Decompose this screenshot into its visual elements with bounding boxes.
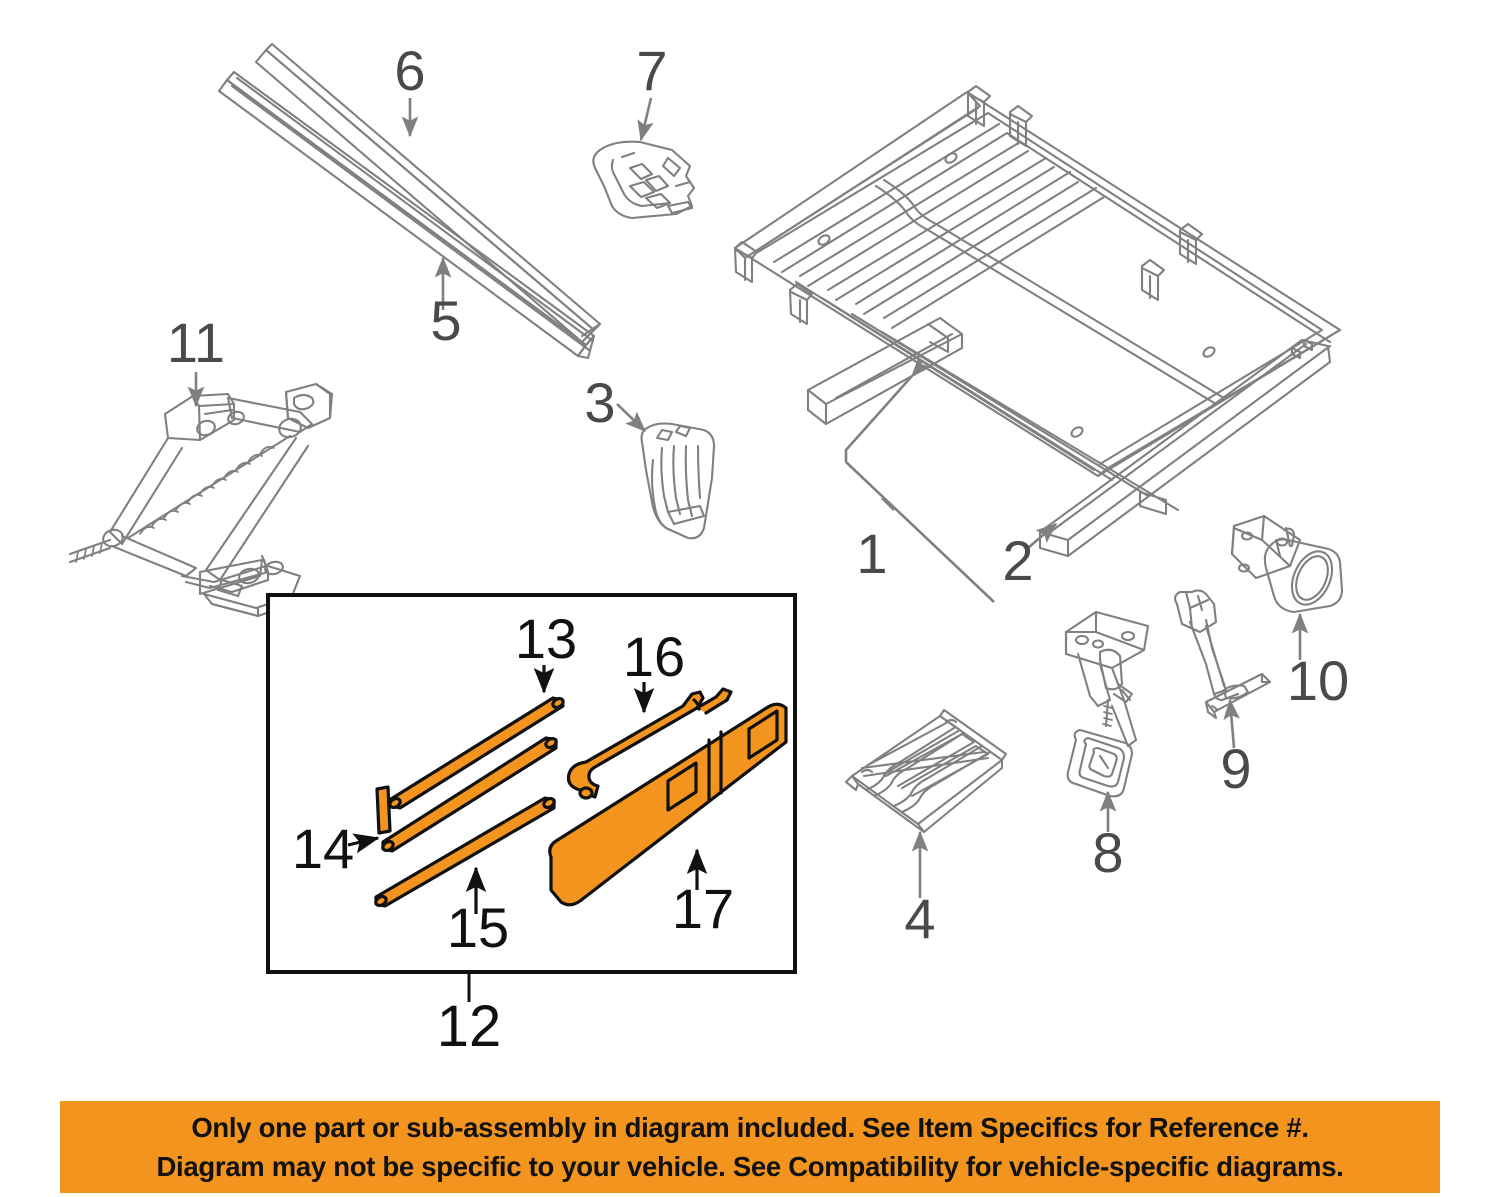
leader-7: [637, 97, 654, 142]
callout-label-11: 11: [167, 311, 225, 374]
disclaimer-banner: Only one part or sub-assembly in diagram…: [60, 1101, 1440, 1193]
callout-label-12: 12: [437, 994, 502, 1059]
callout-label-1: 1: [856, 522, 887, 585]
leader-1-lower: [845, 461, 995, 603]
callout-label-3: 3: [584, 371, 615, 434]
callout-label-16: 16: [623, 625, 685, 688]
part-lug-wrench: [566, 687, 733, 800]
wrench-socket-end: [695, 687, 733, 715]
callout-label-4: 4: [904, 887, 935, 950]
callout-label-5: 5: [430, 289, 461, 352]
disclaimer-line-1: Only one part or sub-assembly in diagram…: [191, 1111, 1309, 1143]
part-winch-shaft: [1174, 589, 1272, 720]
part-lower-rod: [374, 796, 556, 908]
leader-1-tick: [881, 497, 895, 511]
part-tube-bracket: [1230, 514, 1344, 614]
leader-1-upper: [844, 355, 932, 462]
disclaimer-line-2: Diagram may not be specific to your vehi…: [156, 1151, 1344, 1182]
callout-label-17: 17: [672, 877, 734, 940]
part-clip-bracket: [592, 140, 696, 220]
part-floor-reinforcement-panel: [844, 708, 1008, 834]
part-bed-strip-lower: [217, 70, 596, 360]
part-bracket-small: [640, 422, 716, 540]
part-scissor-jack: [68, 382, 334, 618]
callout-label-10: 10: [1287, 649, 1349, 712]
callout-label-6: 6: [394, 39, 425, 102]
callout-label-14: 14: [292, 817, 354, 880]
part-spare-tire-winch: [1064, 610, 1150, 798]
callout-label-15: 15: [447, 896, 509, 959]
part-tool-cover-panel: [548, 702, 788, 907]
leader-14: [347, 833, 380, 854]
part-extension-rod: [375, 736, 558, 853]
callout-label-2: 2: [1002, 529, 1033, 592]
callout-leaders-gray: [187, 97, 1309, 898]
leader-9: [1223, 698, 1240, 749]
callout-label-7: 7: [636, 39, 667, 102]
leader-2: [1027, 523, 1057, 549]
callout-leaders-dark: [347, 665, 708, 914]
callout-label-13: 13: [515, 607, 577, 670]
part-jack-handle-rod: [388, 696, 565, 810]
leader-3: [616, 403, 646, 432]
callout-label-9: 9: [1220, 737, 1251, 800]
t-handle: [375, 785, 392, 835]
callout-label-8: 8: [1092, 821, 1123, 884]
